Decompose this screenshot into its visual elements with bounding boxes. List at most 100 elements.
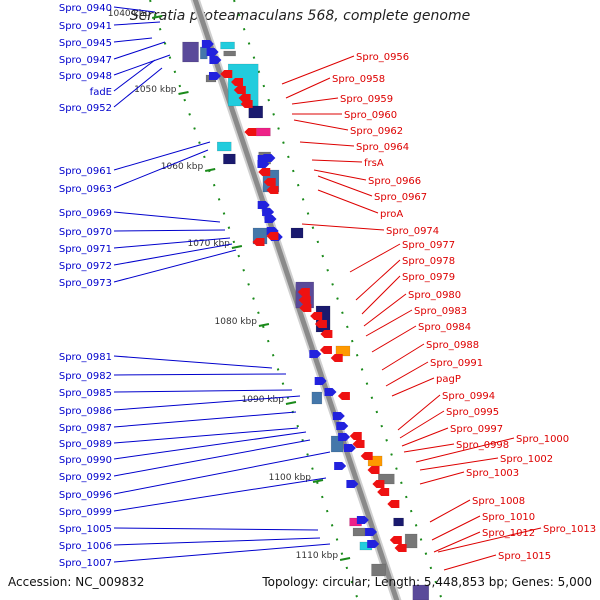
feature-box [223,153,236,165]
right-gene-label: Spro_0979 [402,272,455,283]
left-gene-label: Spro_0969 [59,208,112,219]
feature-box [311,391,323,405]
forward-gene-arrow [356,516,369,524]
right-gene-leader [381,343,425,371]
left-gene-leader [113,451,331,495]
forward-gene-arrow [346,480,359,488]
forward-gene-arrow [367,540,380,548]
right-gene-leader [317,175,373,197]
left-gene-label: Spro_1007 [59,558,112,569]
reverse-gene-arrow [266,186,279,194]
forward-gene-arrow [336,422,349,430]
right-track-dots [233,0,443,600]
reverse-gene-arrow [387,500,400,508]
feature-box [404,533,418,549]
left-gene-label: Spro_0963 [59,184,112,195]
reverse-gene-arrow [367,466,380,474]
right-gene-leader [443,554,497,571]
left-gene-label: Spro_0971 [59,244,112,255]
feature-box [223,50,236,57]
right-gene-label: Spro_0974 [386,226,439,237]
right-gene-label: Spro_1013 [543,524,596,535]
left-gene-leader [113,537,321,546]
right-gene-leader [419,471,465,485]
right-gene-leader [363,293,407,327]
right-gene-leader [437,527,542,553]
left-gene-label: Spro_0940 [59,3,112,14]
left-gene-label: Spro_0986 [59,406,112,417]
feature-box [290,227,304,239]
right-gene-leader [371,325,417,353]
genome-title: Serratia proteamaculans 568, complete ge… [129,8,471,24]
kbp-tick [258,323,270,327]
left-gene-leader [113,6,156,13]
left-gene-leader [113,477,327,512]
left-gene-label: Spro_0973 [59,278,112,289]
right-gene-leader [399,410,445,439]
right-gene-label: Spro_0983 [414,306,467,317]
right-gene-leader [385,361,429,387]
right-gene-leader [361,275,401,315]
right-gene-leader [349,243,401,273]
kbp-label: 1060 kbp [161,162,204,172]
reverse-gene-arrow [377,488,390,496]
left-track-dots [149,0,359,600]
right-gene-label: Spro_1002 [500,454,553,465]
feature-box [216,141,232,152]
right-gene-leader [429,499,471,523]
left-gene-leader [113,229,226,232]
kbp-tick [151,15,163,19]
left-gene-leader [113,527,319,531]
left-gene-label: Spro_0989 [59,439,112,450]
forward-gene-arrow [365,528,378,536]
kbp-tick [339,557,351,561]
left-gene-label: Spro_0970 [59,227,112,238]
right-gene-leader [403,443,455,453]
reverse-gene-arrow [297,288,310,296]
right-gene-label: Spro_0978 [402,256,455,267]
reverse-gene-arrow [252,238,265,246]
left-gene-leader [113,395,301,411]
left-gene-leader [113,21,161,26]
left-gene-leader [113,355,273,369]
reverse-gene-arrow [233,86,246,94]
forward-gene-arrow [324,388,337,396]
reverse-gene-arrow [231,78,244,86]
left-gene-leader [113,543,331,563]
reverse-gene-arrow [360,452,373,460]
reverse-gene-arrow [298,296,311,304]
feature-box [182,41,199,63]
right-gene-leader [433,531,481,553]
right-gene-label: Spro_0997 [450,424,503,435]
right-gene-label: Spro_0958 [332,74,385,85]
right-gene-leader [397,394,441,431]
kbp-tick [285,401,297,405]
left-gene-label: Spro_0996 [59,490,112,501]
left-gene-leader [113,431,307,460]
left-gene-leader [113,67,163,108]
forward-gene-arrow [201,40,214,48]
kbp-tick [178,91,189,95]
feature-box [378,473,395,485]
feature-box [412,584,430,600]
left-gene-leader [113,237,231,249]
kbp-label: 1070 kbp [187,239,230,249]
right-gene-leader [285,77,331,99]
kbp-tick [231,245,243,249]
kbp-tick [205,168,216,172]
forward-gene-arrow [206,48,219,56]
right-gene-label: Spro_0984 [418,322,471,333]
right-gene-label: Spro_0960 [344,110,397,121]
right-gene-leader [355,259,401,301]
reverse-gene-arrow [349,432,362,440]
right-gene-label: proA [380,209,403,220]
left-gene-leader [113,54,171,76]
left-gene-label: fadE [90,87,112,98]
right-gene-label: Spro_0988 [426,340,479,351]
left-gene-leader [113,141,211,171]
forward-gene-arrow [208,72,221,80]
feature-box [220,41,235,50]
left-gene-label: Spro_0952 [59,103,112,114]
left-gene-label: Spro_0992 [59,472,112,483]
